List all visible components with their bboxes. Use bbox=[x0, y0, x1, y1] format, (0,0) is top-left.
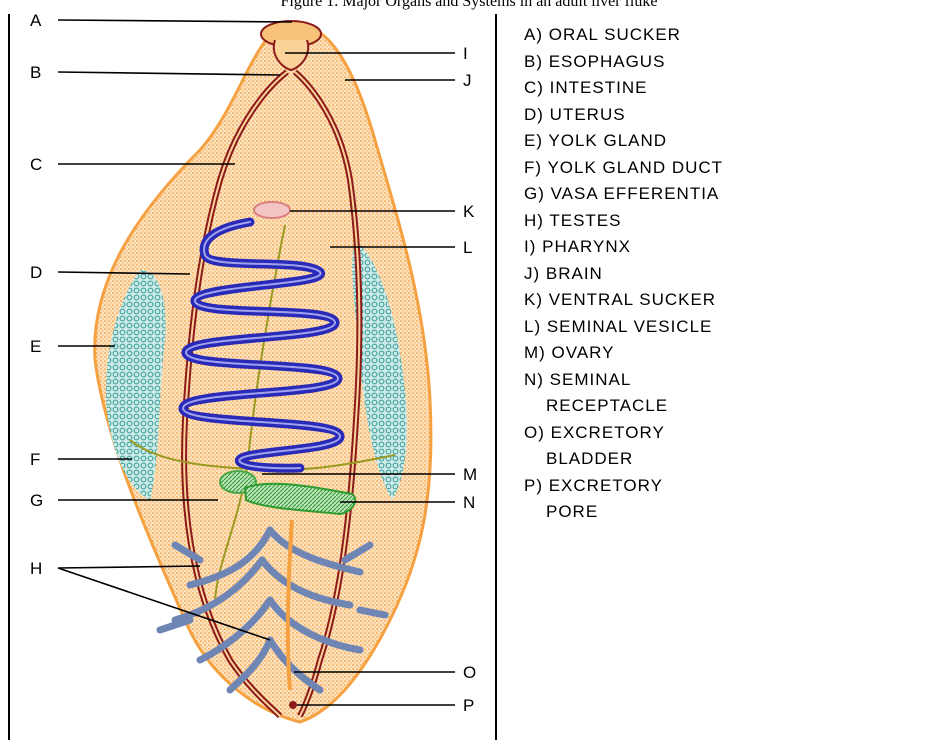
label-e: E bbox=[30, 337, 41, 356]
legend-item-l: L) SEMINAL VESICLE bbox=[524, 314, 723, 341]
legend-item-g: G) VASA EFFERENTIA bbox=[524, 181, 723, 208]
legend-item-m: M) OVARY bbox=[524, 340, 723, 367]
legend-item-p: P) EXCRETORY bbox=[524, 473, 723, 500]
ventral-sucker bbox=[254, 202, 290, 218]
legend-item-i: I) PHARYNX bbox=[524, 234, 723, 261]
legend-item-j: J) BRAIN bbox=[524, 261, 723, 288]
label-m: M bbox=[463, 465, 477, 484]
label-i: I bbox=[463, 44, 468, 63]
label-n: N bbox=[463, 493, 475, 512]
label-h: H bbox=[30, 559, 42, 578]
legend-item-n-continued: RECEPTACLE bbox=[524, 393, 723, 420]
label-f: F bbox=[30, 450, 40, 469]
label-o: O bbox=[463, 663, 476, 682]
legend: A) ORAL SUCKER B) ESOPHAGUS C) INTESTINE… bbox=[524, 22, 723, 526]
legend-item-f: F) YOLK GLAND DUCT bbox=[524, 155, 723, 182]
excretory-pore bbox=[289, 701, 297, 709]
legend-item-k: K) VENTRAL SUCKER bbox=[524, 287, 723, 314]
legend-item-h: H) TESTES bbox=[524, 208, 723, 235]
label-b: B bbox=[30, 63, 41, 82]
label-g: G bbox=[30, 491, 43, 510]
label-a: A bbox=[30, 11, 42, 30]
label-d: D bbox=[30, 263, 42, 282]
legend-item-b: B) ESOPHAGUS bbox=[524, 49, 723, 76]
legend-item-d: D) UTERUS bbox=[524, 102, 723, 129]
legend-item-e: E) YOLK GLAND bbox=[524, 128, 723, 155]
legend-item-o: O) EXCRETORY bbox=[524, 420, 723, 447]
label-l: L bbox=[463, 238, 472, 257]
legend-item-c: C) INTESTINE bbox=[524, 75, 723, 102]
label-c: C bbox=[30, 155, 42, 174]
legend-item-p-continued: PORE bbox=[524, 499, 723, 526]
legend-item-o-continued: BLADDER bbox=[524, 446, 723, 473]
legend-item-a: A) ORAL SUCKER bbox=[524, 22, 723, 49]
label-j: J bbox=[463, 71, 472, 90]
label-p: P bbox=[463, 696, 474, 715]
legend-item-n: N) SEMINAL bbox=[524, 367, 723, 394]
label-k: K bbox=[463, 202, 475, 221]
